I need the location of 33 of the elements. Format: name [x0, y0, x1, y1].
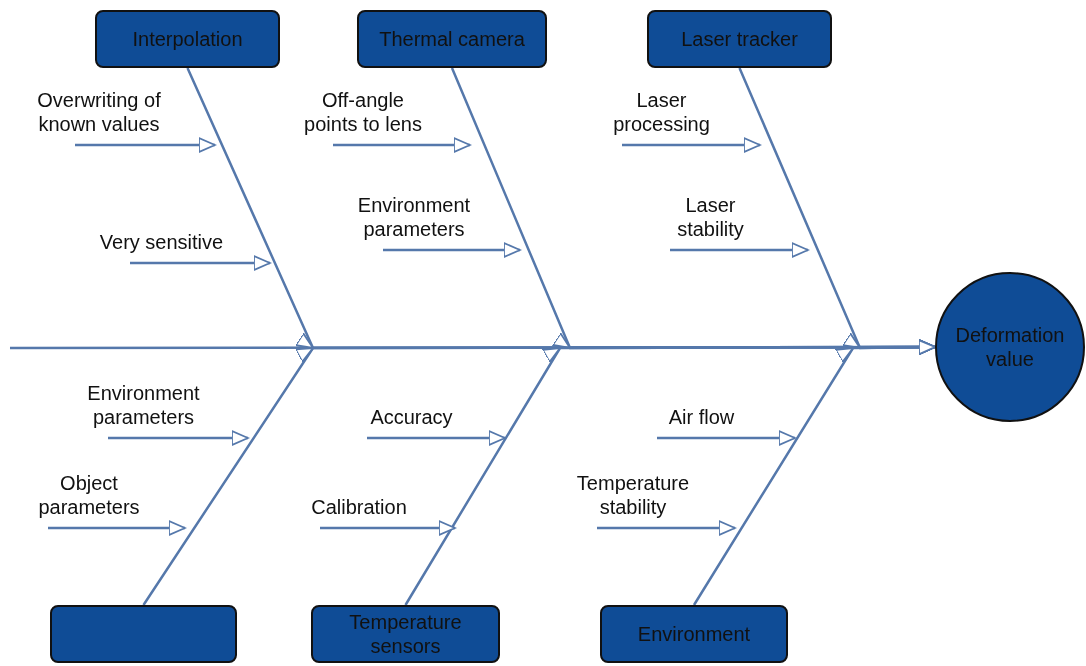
cause-label: Very sensitive — [95, 226, 228, 263]
arrow — [383, 242, 521, 258]
category-box: Interpolation — [95, 10, 280, 68]
cause-label: Laser processing — [605, 80, 718, 145]
category-box: Thermal camera — [357, 10, 547, 68]
arrow — [657, 430, 796, 446]
arrow — [333, 137, 471, 153]
arrow — [130, 255, 271, 271]
arrow — [108, 430, 249, 446]
effect-circle: Deformation value — [935, 272, 1085, 422]
cause-label: Temperature stability — [573, 460, 693, 528]
category-box: Laser tracker — [647, 10, 832, 68]
category-box: Environment — [600, 605, 788, 663]
cause-label: Environment parameters — [350, 184, 478, 250]
arrow — [75, 137, 216, 153]
cause-label: Overwriting of known values — [25, 80, 173, 145]
category-box — [50, 605, 237, 663]
bone-arrow — [692, 339, 935, 606]
cause-label: Air flow — [650, 403, 753, 438]
arrow — [622, 137, 761, 153]
arrow — [48, 520, 186, 536]
cause-label: Calibration — [305, 491, 413, 528]
cause-label: Object parameters — [35, 460, 143, 528]
arrow — [597, 520, 736, 536]
cause-label: Laser stability — [655, 184, 766, 250]
cause-label: Environment parameters — [81, 372, 206, 438]
category-box: Temperature sensors — [311, 605, 500, 663]
arrow — [367, 430, 506, 446]
arrow — [670, 242, 809, 258]
bone-arrow — [404, 339, 935, 606]
cause-label: Off-angle points to lens — [298, 80, 428, 145]
arrow — [320, 520, 456, 536]
cause-label: Accuracy — [360, 403, 463, 438]
